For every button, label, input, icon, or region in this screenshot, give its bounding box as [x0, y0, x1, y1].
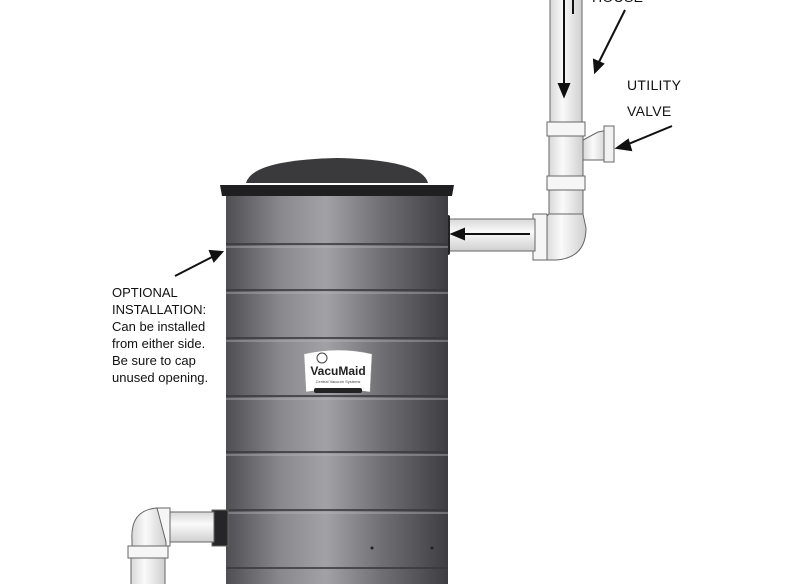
- vertical-pipe: [446, 0, 615, 261]
- vacumaid-logo: VacuMaid Central Vacuum Systems: [303, 349, 373, 393]
- lid-rim: [220, 185, 454, 196]
- note-line: unused opening.: [112, 370, 209, 385]
- utility-valve-label: UTILITY VALVE: [627, 72, 681, 124]
- house-label: HOUSE: [592, 0, 643, 10]
- pipe-elbow: [544, 213, 587, 261]
- flow-arrows: [449, 0, 574, 241]
- utility-valve-line: VALVE: [627, 103, 672, 119]
- pointer-arrows: [174, 9, 673, 277]
- note-line: INSTALLATION:: [112, 302, 207, 317]
- vacuum-canister: [220, 158, 454, 584]
- note-line: Can be installed: [112, 319, 206, 334]
- utility-valve-line: UTILITY: [627, 77, 682, 93]
- svg-text:Central Vacuum Systems: Central Vacuum Systems: [316, 379, 361, 384]
- lid-dome: [246, 158, 428, 183]
- optional-installation-note: OPTIONAL INSTALLATION: Can be installed …: [112, 284, 208, 386]
- note-line: Be sure to cap: [112, 353, 196, 368]
- bottom-left-pipe: [127, 507, 229, 584]
- note-line: OPTIONAL: [112, 285, 178, 300]
- note-line: from either side.: [112, 336, 206, 351]
- svg-text:VacuMaid: VacuMaid: [310, 364, 365, 378]
